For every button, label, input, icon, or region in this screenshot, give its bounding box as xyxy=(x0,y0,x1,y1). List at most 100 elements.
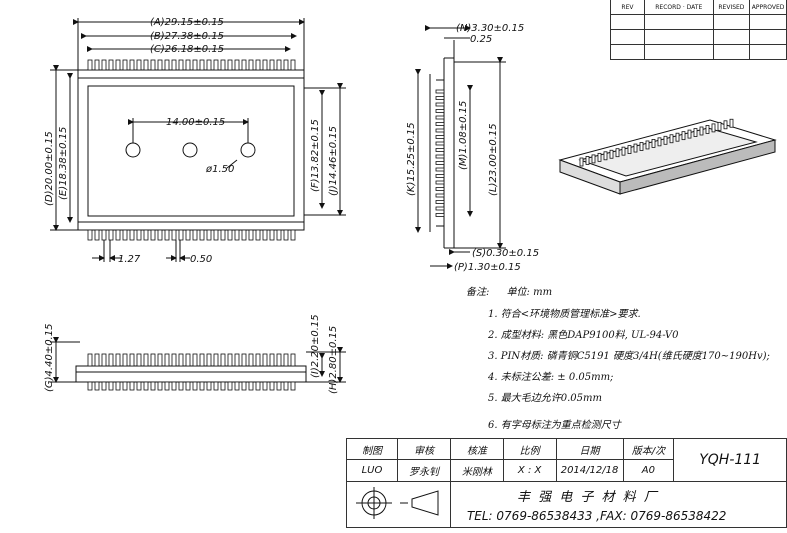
dim-j-label: (J)14.46±0.15 xyxy=(328,126,339,196)
bottom-pin xyxy=(178,229,184,241)
side-view-body xyxy=(443,57,455,249)
bottom-pin xyxy=(101,229,107,241)
top-pin xyxy=(269,59,275,71)
dim-s-label: (S)0.30±0.15 xyxy=(472,248,539,259)
front-pin-lower xyxy=(87,381,93,391)
side-pin-left xyxy=(435,115,445,120)
front-pin-lower xyxy=(157,381,163,391)
top-pin xyxy=(262,59,268,71)
front-pin xyxy=(213,353,219,367)
bottom-pin xyxy=(122,229,128,241)
front-pin xyxy=(164,353,170,367)
front-pin-lower xyxy=(234,381,240,391)
dim-d-label: (D)20.00±0.15 xyxy=(44,131,55,206)
front-pin-lower xyxy=(178,381,184,391)
iso-pin-front xyxy=(681,131,686,141)
iso-pin-front xyxy=(651,138,656,148)
iso-pin-front xyxy=(663,135,668,145)
bottom-pin xyxy=(136,229,142,241)
top-pin xyxy=(283,59,289,71)
header-checked: 审核 xyxy=(396,438,451,460)
side-pin-left xyxy=(435,141,445,146)
notes-unit: 单位: mm xyxy=(506,287,553,298)
top-pin xyxy=(241,59,247,71)
top-pin xyxy=(220,59,226,71)
front-pin xyxy=(192,353,198,367)
front-pin-lower xyxy=(164,381,170,391)
front-pin xyxy=(185,353,191,367)
dim-b-label: (B)27.38±0.15 xyxy=(150,31,224,42)
note-item: 6. 有字母标注为重点检测尺寸 xyxy=(488,420,621,431)
header-approved: 核准 xyxy=(449,438,504,460)
header-date: 日期 xyxy=(555,438,624,460)
iso-pin-front xyxy=(723,120,728,130)
side-pin-left xyxy=(435,213,445,217)
top-pin xyxy=(290,59,296,71)
bottom-pin xyxy=(290,229,296,241)
bottom-pin xyxy=(185,229,191,241)
front-pin-lower xyxy=(192,381,198,391)
header-scale: 比例 xyxy=(502,438,557,460)
top-pin xyxy=(255,59,261,71)
front-pin-lower xyxy=(269,381,275,391)
side-pin-left xyxy=(435,174,445,178)
iso-pin-front xyxy=(621,146,626,156)
front-pin xyxy=(199,353,205,367)
top-pin xyxy=(227,59,233,71)
dim-p-label: (P)1.30±0.15 xyxy=(454,262,521,273)
iso-pin-front xyxy=(711,123,716,133)
bottom-pin xyxy=(255,229,261,241)
dim-t-label: 0.25 xyxy=(470,34,492,45)
front-pin-lower xyxy=(108,381,114,391)
dim-g-label: (G)4.40±0.15 xyxy=(44,324,55,392)
dim-a-label: (A)29.15±0.15 xyxy=(150,17,224,28)
front-pin xyxy=(290,353,296,367)
dim-pin-width-label: 0.50 xyxy=(190,254,212,265)
bottom-pin xyxy=(108,229,114,241)
dim-h-label: (H)2.80±0.15 xyxy=(328,326,339,394)
bottom-pin xyxy=(129,229,135,241)
iso-pin-front xyxy=(675,132,680,142)
bottom-pin xyxy=(157,229,163,241)
front-pin-lower xyxy=(220,381,226,391)
front-pin-lower xyxy=(101,381,107,391)
front-pin-lower xyxy=(171,381,177,391)
bottom-pin xyxy=(87,229,93,241)
top-pin xyxy=(248,59,254,71)
side-pin-left xyxy=(435,102,445,107)
iso-pin-front xyxy=(609,149,614,159)
bottom-pin xyxy=(269,229,275,241)
dim-f-label: (F)13.82±0.15 xyxy=(310,119,321,192)
value-checked: 罗永钊 xyxy=(396,459,451,482)
side-pin-left xyxy=(435,161,445,165)
iso-pin-front xyxy=(585,156,590,165)
bottom-pin xyxy=(206,229,212,241)
bottom-pin xyxy=(171,229,177,241)
top-pin xyxy=(199,59,205,71)
header-version: 版本/次 xyxy=(622,438,675,460)
dim-pitch-label: 1.27 xyxy=(118,254,141,265)
front-pin xyxy=(178,353,184,367)
iso-pin-front xyxy=(603,151,608,161)
hole-center xyxy=(182,142,198,158)
iso-pin-front xyxy=(627,145,632,155)
top-pin xyxy=(157,59,163,71)
company-name: 丰 强 电 子 材 料 厂 xyxy=(516,490,659,505)
front-pin xyxy=(234,353,240,367)
top-pin xyxy=(178,59,184,71)
note-item: 4. 未标注公差: ± 0.05mm; xyxy=(488,372,614,383)
front-pin xyxy=(150,353,156,367)
side-pin-left xyxy=(435,206,445,211)
dim-i-label: (I)2.20±0.15 xyxy=(310,314,321,378)
top-pin xyxy=(108,59,114,71)
top-pin xyxy=(276,59,282,71)
front-pin-lower xyxy=(276,381,282,391)
iso-pin-front xyxy=(717,121,722,131)
note-item: 2. 成型材料: 黑色DAP9100料, UL-94-V0 xyxy=(488,330,679,341)
bottom-pin xyxy=(94,229,100,241)
top-pin xyxy=(206,59,212,71)
note-item: 1. 符合<环境物质管理标准>要求. xyxy=(488,309,641,320)
top-view-body xyxy=(77,69,305,231)
top-pin xyxy=(185,59,191,71)
